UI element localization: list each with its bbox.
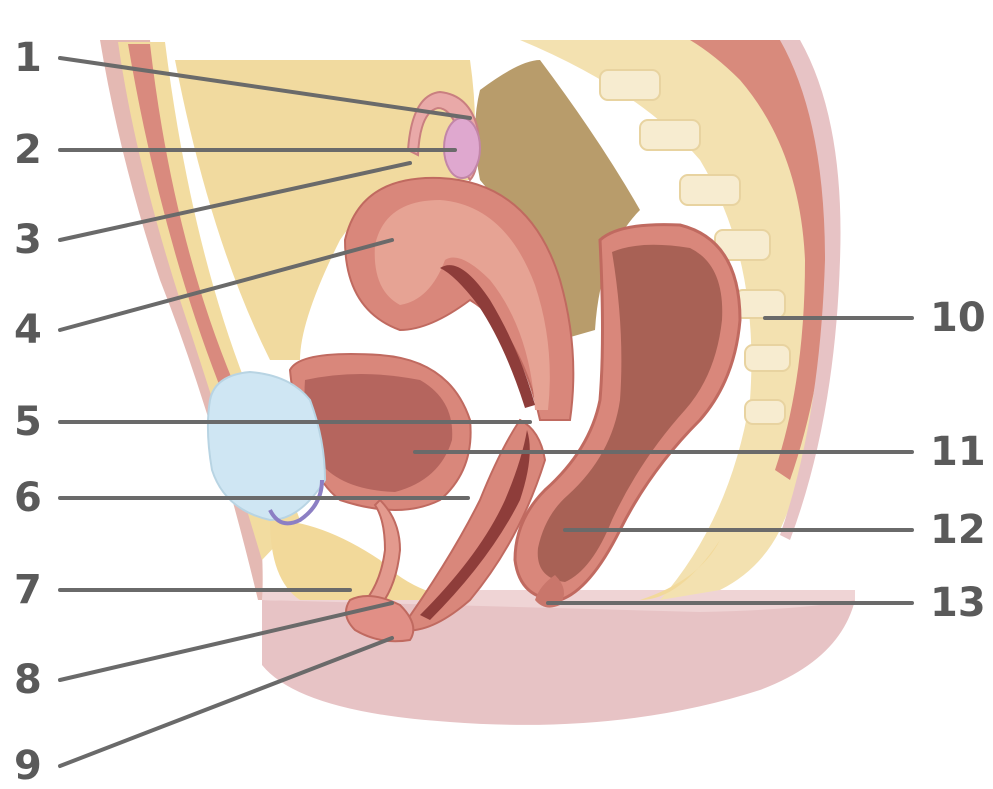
label-13: 13 bbox=[930, 583, 986, 623]
label-9: 9 bbox=[14, 746, 42, 786]
label-5: 5 bbox=[14, 402, 42, 442]
label-10: 10 bbox=[930, 298, 986, 338]
label-1: 1 bbox=[14, 38, 42, 78]
label-3: 3 bbox=[14, 220, 42, 260]
label-6: 6 bbox=[14, 478, 42, 518]
label-12: 12 bbox=[930, 510, 986, 550]
label-7: 7 bbox=[14, 570, 42, 610]
label-4: 4 bbox=[14, 310, 42, 350]
label-2: 2 bbox=[14, 130, 42, 170]
label-8: 8 bbox=[14, 660, 42, 700]
label-11: 11 bbox=[930, 432, 986, 472]
